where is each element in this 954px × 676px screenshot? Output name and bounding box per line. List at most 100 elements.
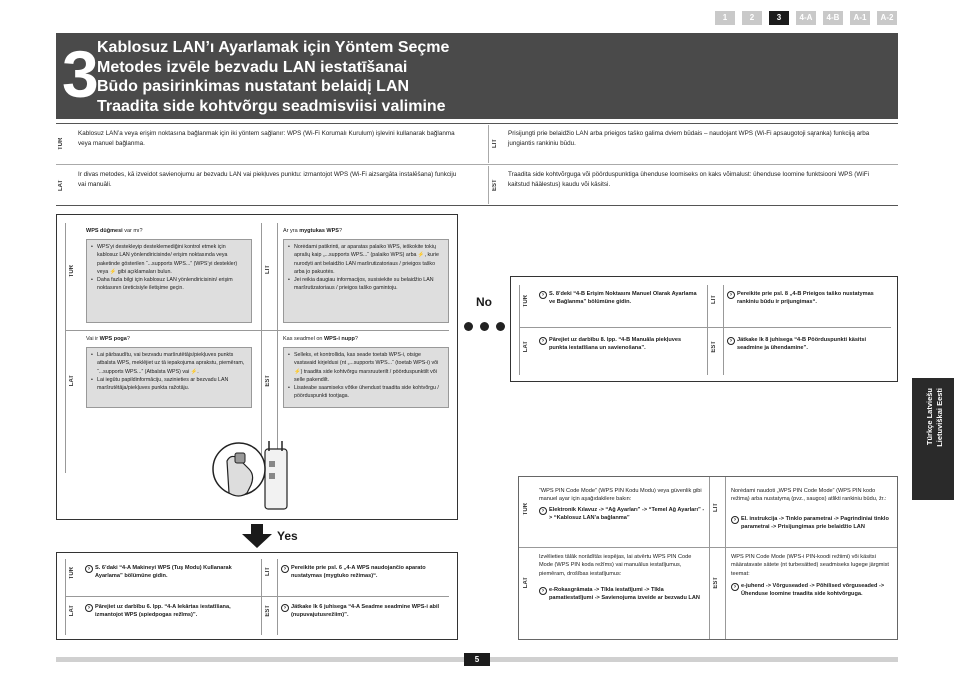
arrow-right-icon: ›	[731, 583, 739, 591]
manual-text-lit: Norėdami naudoti „WPS PIN Code Mode“ (WP…	[731, 488, 887, 503]
lang-label: EST	[713, 577, 719, 589]
info-item: Lai pārbaudītu, vai bezvadu maršrutētājs…	[91, 351, 247, 376]
info-box-lat: Lai pārbaudītu, vai bezvadu maršrutētājs…	[86, 347, 252, 408]
arrow-right-icon: ›	[727, 337, 735, 345]
info-item: Lisateabe saamiseks võtke ühendust traad…	[288, 384, 444, 401]
nav-item: A-2	[877, 11, 897, 25]
lang-label: LAT	[69, 375, 75, 387]
arrow-right-icon: ›	[727, 291, 735, 299]
step-text: Pārejiet uz darbību 8. lpp. “4-B Manuāla…	[549, 337, 682, 351]
lang-label: TUR	[58, 137, 64, 151]
divider	[707, 285, 708, 375]
step-text: El. instrukcija -> Tinklo parametrai -> …	[741, 516, 889, 530]
arrow-right-icon: ›	[85, 565, 93, 573]
lang-label: LAT	[523, 577, 529, 589]
title-est: Traadita side kohtvõrgu seadmisviisi val…	[97, 97, 446, 115]
nav-item: 1	[715, 11, 735, 25]
wps-question-box: TUR WPS düğmesi var mı? WPS’yi destekley…	[56, 214, 458, 520]
question-tur: WPS düğmesi var mı?	[86, 227, 143, 236]
lang-label: EST	[265, 605, 271, 617]
title-lat: Metodes izvēle bezvadu LAN iestatīšanai	[97, 58, 408, 76]
divider	[56, 123, 898, 124]
page-number: 5	[464, 653, 490, 666]
lang-label: LIT	[711, 295, 717, 304]
divider	[261, 223, 262, 473]
info-box-lit: Norėdami patikrinti, ar aparatas palaiko…	[283, 239, 449, 323]
question-bold: WPS poga	[99, 336, 127, 342]
lang-label: TUR	[523, 295, 529, 308]
arrow-right-icon: ›	[539, 507, 547, 515]
nav-item: 2	[742, 11, 762, 25]
divider	[65, 559, 66, 635]
intro-row-2: LAT Ir divas metodes, kā izveidot savien…	[56, 166, 898, 204]
divider	[519, 547, 897, 548]
yes-result-box: TUR ›S. 6’daki “4-A Makineyi WPS (Tuş Mo…	[56, 552, 458, 640]
info-item: Selleks, et kontrollida, kas seade toeta…	[288, 351, 444, 384]
intro-text-lat: Ir divas metodes, kā izveidot savienojum…	[78, 171, 457, 188]
info-item: Lai iegūtu papildinformāciju, sazinietie…	[91, 376, 247, 393]
question-rest: ?	[354, 336, 358, 342]
title-lit: Būdo pasirinkimas nustatant belaidį LAN	[97, 78, 410, 95]
lang-label: LIT	[265, 567, 271, 576]
info-box-est: Selleks, et kontrollida, kas seade toeta…	[283, 347, 449, 408]
manual-text-lat: Izvēlieties tālāk norādītās iespējas, la…	[539, 554, 692, 577]
step-tur: ›S. 8’deki “4-B Erişim Noktasını Manuel …	[539, 291, 699, 306]
flow-dots	[464, 322, 505, 331]
info-item: Jei reikia daugiau informacijos, susisie…	[288, 276, 444, 293]
question-pre: Kas seadmel on	[283, 336, 324, 342]
arrow-right-icon: ›	[281, 604, 289, 612]
step-text: e-Rokasgrāmata -> Tīkla iestatījumi -> T…	[549, 587, 700, 601]
arrow-down-icon	[242, 524, 272, 548]
arrow-right-icon: ›	[539, 337, 547, 345]
question-rest: ?	[338, 228, 342, 234]
step-text: Pārejiet uz darbību 6. lpp. “4-A Iekārta…	[95, 604, 231, 618]
divider	[65, 223, 66, 473]
divider	[725, 477, 726, 639]
divider	[277, 559, 278, 635]
lang-label: EST	[492, 179, 498, 191]
question-lit: Ar yra mygtukas WPS?	[283, 227, 342, 236]
divider	[519, 327, 891, 328]
divider	[65, 596, 449, 597]
divider	[56, 164, 898, 165]
title-tur: Kablosuz LAN’ı Ayarlamak için Yöntem Seç…	[97, 39, 450, 56]
intro-row-1: TUR Kablosuz LAN’a veya erişim noktasına…	[56, 125, 898, 163]
lang-label: LIT	[713, 503, 719, 512]
question-est: Kas seadmel on WPS-i nupp?	[283, 335, 358, 344]
section-titles: Kablosuz LAN’ı Ayarlamak için Yöntem Seç…	[97, 38, 449, 116]
question-pre: Ar yra	[283, 228, 300, 234]
nav-item: A-1	[850, 11, 870, 25]
step-text: Elektronik Kılavuz -> “Ağ Ayarları” -> “…	[549, 507, 705, 521]
question-bold: mygtukas WPS	[299, 228, 339, 234]
info-box-tur: WPS’yi destekleyip desteklemediğini kont…	[86, 239, 252, 323]
step-tur: ›S. 6’daki “4-A Makineyi WPS (Tuş Modu) …	[85, 565, 255, 580]
step-text: e-juhend -> Võrguseaded -> Põhilised võr…	[741, 583, 885, 597]
divider	[488, 125, 489, 163]
lang-label: TUR	[523, 503, 529, 516]
question-pre: Vai ir	[86, 336, 100, 342]
side-tab-line: Türkçe Latviešu	[925, 388, 934, 446]
nav-item-current: 3	[769, 11, 789, 25]
divider	[723, 285, 724, 375]
manual-step-est: ›e-juhend -> Võrguseaded -> Põhilised võ…	[731, 583, 893, 598]
question-lat: Vai ir WPS poga?	[86, 335, 130, 344]
question-bold: WPS-i nupp	[323, 336, 355, 342]
question-rest: ?	[126, 336, 130, 342]
intro-text-tur: Kablosuz LAN’a veya erişim noktasına bağ…	[78, 130, 455, 147]
arrow-right-icon: ›	[539, 587, 547, 595]
step-lit: ›Pereikite prie psl. 6 „4-A WPS naudojan…	[281, 565, 451, 580]
divider	[709, 477, 710, 639]
step-est: ›Jätkake lk 6 juhisega “4-A Seadme seadm…	[281, 604, 451, 619]
router-button-illustration	[212, 441, 288, 510]
info-item: Daha fazla bilgi için kablosuz LAN yönle…	[91, 276, 247, 293]
arrow-right-icon: ›	[85, 604, 93, 612]
intro-text-lit: Prisijungti prie belaidžio LAN arba prie…	[508, 130, 870, 147]
intro-text-est: Traadita side kohtvõrguga või pöörduspun…	[508, 171, 869, 188]
arrow-right-icon: ›	[539, 291, 547, 299]
section-number: 3	[62, 37, 99, 111]
divider	[65, 330, 449, 331]
step-text: Pereikite prie psl. 6 „4-A WPS naudojanč…	[291, 565, 426, 579]
manual-text-tur: “WPS PIN Code Mode” (WPS PIN Kodu Modu) …	[539, 488, 702, 503]
divider	[488, 166, 489, 204]
step-text: S. 6’daki “4-A Makineyi WPS (Tuş Modu) K…	[95, 565, 232, 579]
